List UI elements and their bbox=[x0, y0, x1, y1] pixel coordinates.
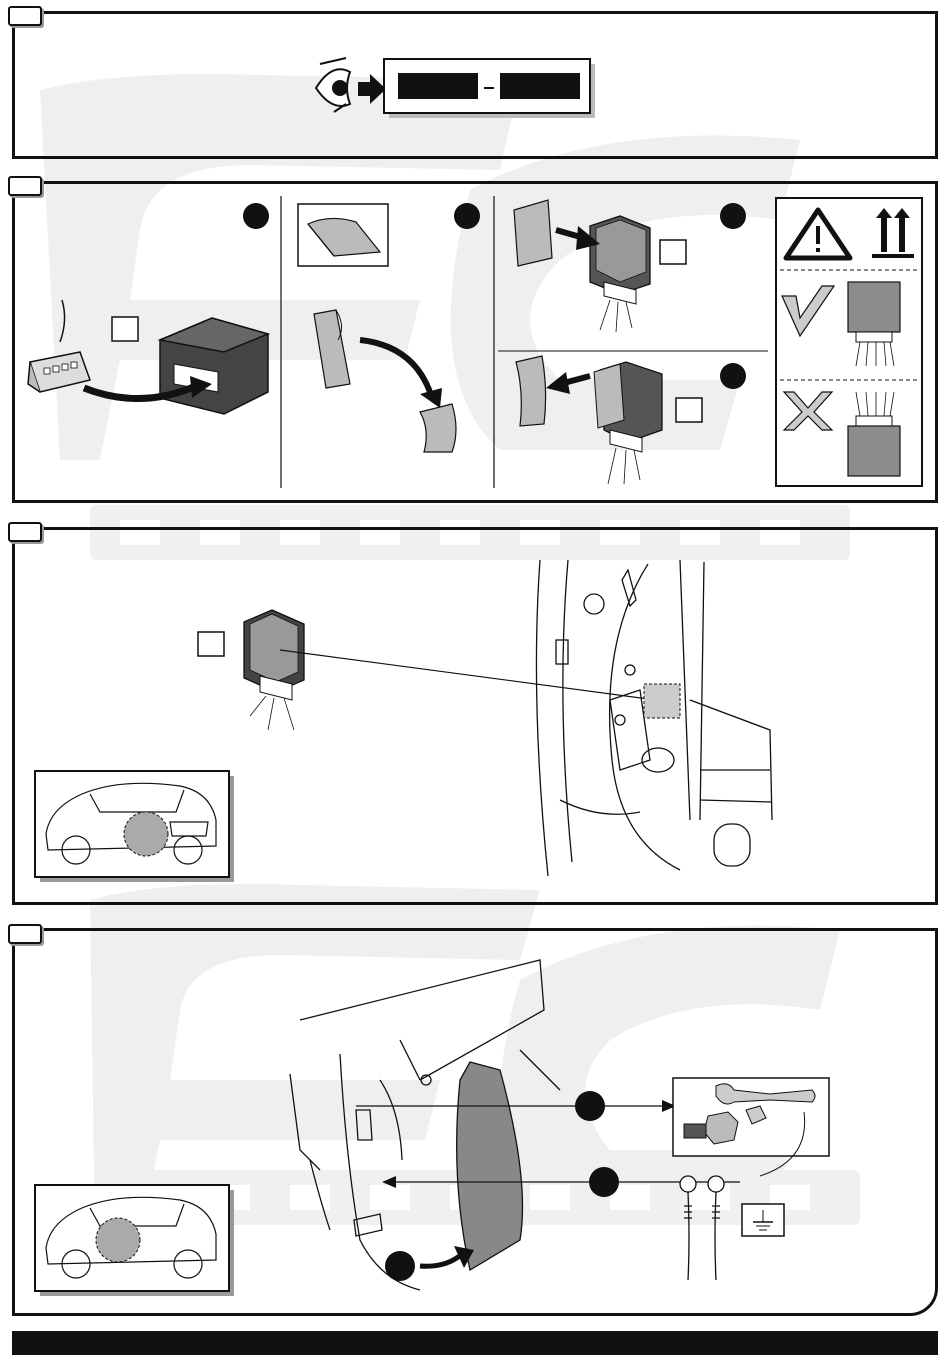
footer-bar bbox=[12, 1331, 938, 1355]
tools-box bbox=[673, 1078, 829, 1176]
step-dot-6 bbox=[589, 1167, 619, 1197]
step-dot-7 bbox=[385, 1251, 415, 1281]
trunk-side-panel bbox=[290, 960, 560, 1290]
car-inset-side bbox=[35, 1185, 234, 1296]
step-dot-5 bbox=[575, 1091, 605, 1121]
panel-4-illustration bbox=[0, 0, 950, 1330]
ground-wires bbox=[680, 1176, 724, 1280]
ground-icon bbox=[742, 1204, 784, 1236]
